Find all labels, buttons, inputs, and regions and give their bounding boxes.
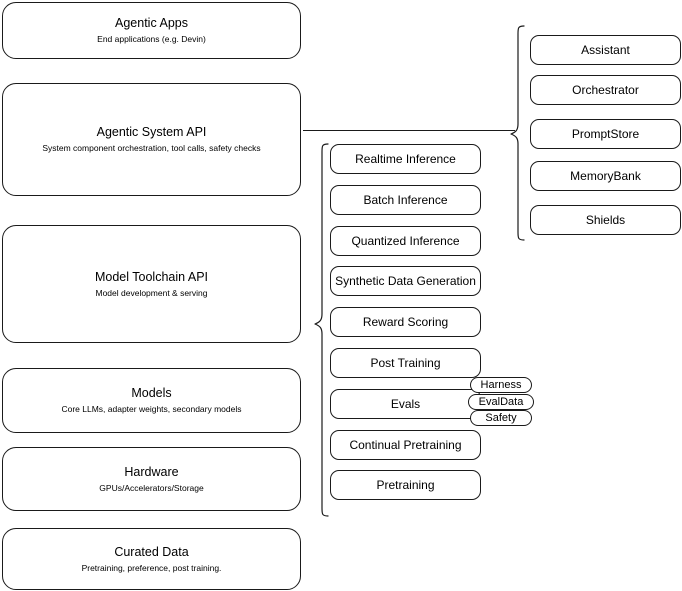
capability-label: Post Training bbox=[370, 355, 441, 370]
connector-agentic-system-api-to-components bbox=[303, 130, 515, 131]
layer-box-agentic-system-api[interactable]: Agentic System API System component orch… bbox=[2, 83, 301, 196]
layer-subtitle: Pretraining, preference, post training. bbox=[81, 562, 222, 573]
capability-box-pretraining[interactable]: Pretraining bbox=[330, 470, 481, 500]
layer-box-agentic-apps[interactable]: Agentic Apps End applications (e.g. Devi… bbox=[2, 2, 301, 59]
capability-box-evals[interactable]: Evals bbox=[330, 389, 481, 419]
evals-pill-label: Harness bbox=[480, 379, 522, 391]
evals-pill-evaldata[interactable]: EvalData bbox=[468, 394, 534, 410]
capability-box-batch-inference[interactable]: Batch Inference bbox=[330, 185, 481, 215]
component-label: Shields bbox=[585, 212, 626, 227]
evals-pill-label: Safety bbox=[485, 412, 517, 424]
layer-box-models[interactable]: Models Core LLMs, adapter weights, secon… bbox=[2, 368, 301, 433]
capability-box-synthetic-data-generation[interactable]: Synthetic Data Generation bbox=[330, 266, 481, 296]
layer-box-model-toolchain-api[interactable]: Model Toolchain API Model development & … bbox=[2, 225, 301, 343]
brace-model-toolchain-capabilities bbox=[314, 143, 329, 517]
component-label: Assistant bbox=[581, 42, 630, 57]
component-box-shields[interactable]: Shields bbox=[530, 205, 681, 235]
capability-label: Pretraining bbox=[376, 477, 435, 492]
layer-title: Hardware bbox=[124, 464, 179, 479]
layer-box-hardware[interactable]: Hardware GPUs/Accelerators/Storage bbox=[2, 447, 301, 511]
capability-label: Synthetic Data Generation bbox=[335, 273, 476, 288]
evals-pill-harness[interactable]: Harness bbox=[470, 377, 532, 393]
layer-subtitle: Core LLMs, adapter weights, secondary mo… bbox=[61, 404, 242, 414]
component-box-promptstore[interactable]: PromptStore bbox=[530, 119, 681, 149]
capability-label: Quantized Inference bbox=[351, 233, 460, 248]
layer-subtitle: System component orchestration, tool cal… bbox=[42, 143, 261, 153]
layer-subtitle: GPUs/Accelerators/Storage bbox=[99, 482, 204, 493]
layer-title: Models bbox=[131, 386, 172, 400]
layer-title: Agentic Apps bbox=[115, 16, 188, 30]
capability-label: Reward Scoring bbox=[362, 314, 449, 329]
layer-title: Curated Data bbox=[114, 544, 189, 559]
capability-label: Continual Pretraining bbox=[349, 437, 462, 452]
component-label: PromptStore bbox=[571, 126, 640, 141]
layer-subtitle: Model development & serving bbox=[95, 287, 208, 298]
evals-pill-label: EvalData bbox=[478, 396, 524, 408]
evals-pill-safety[interactable]: Safety bbox=[470, 410, 532, 426]
component-label: Orchestrator bbox=[572, 82, 639, 97]
layer-title: Model Toolchain API bbox=[94, 269, 209, 284]
capability-label: Batch Inference bbox=[363, 192, 448, 207]
capability-box-realtime-inference[interactable]: Realtime Inference bbox=[330, 144, 481, 174]
capability-box-post-training[interactable]: Post Training bbox=[330, 348, 481, 378]
capability-label: Evals bbox=[390, 396, 421, 411]
layer-subtitle: End applications (e.g. Devin) bbox=[97, 34, 206, 44]
layer-title: Agentic System API bbox=[96, 125, 207, 139]
capability-box-reward-scoring[interactable]: Reward Scoring bbox=[330, 307, 481, 337]
component-box-memorybank[interactable]: MemoryBank bbox=[530, 161, 681, 191]
capability-box-quantized-inference[interactable]: Quantized Inference bbox=[330, 226, 481, 256]
component-label: MemoryBank bbox=[570, 168, 641, 183]
capability-box-continual-pretraining[interactable]: Continual Pretraining bbox=[330, 430, 481, 460]
brace-agentic-system-components bbox=[510, 25, 525, 241]
capability-label: Realtime Inference bbox=[355, 151, 456, 166]
layer-box-curated-data[interactable]: Curated Data Pretraining, preference, po… bbox=[2, 528, 301, 590]
component-box-orchestrator[interactable]: Orchestrator bbox=[530, 75, 681, 105]
component-box-assistant[interactable]: Assistant bbox=[530, 35, 681, 65]
